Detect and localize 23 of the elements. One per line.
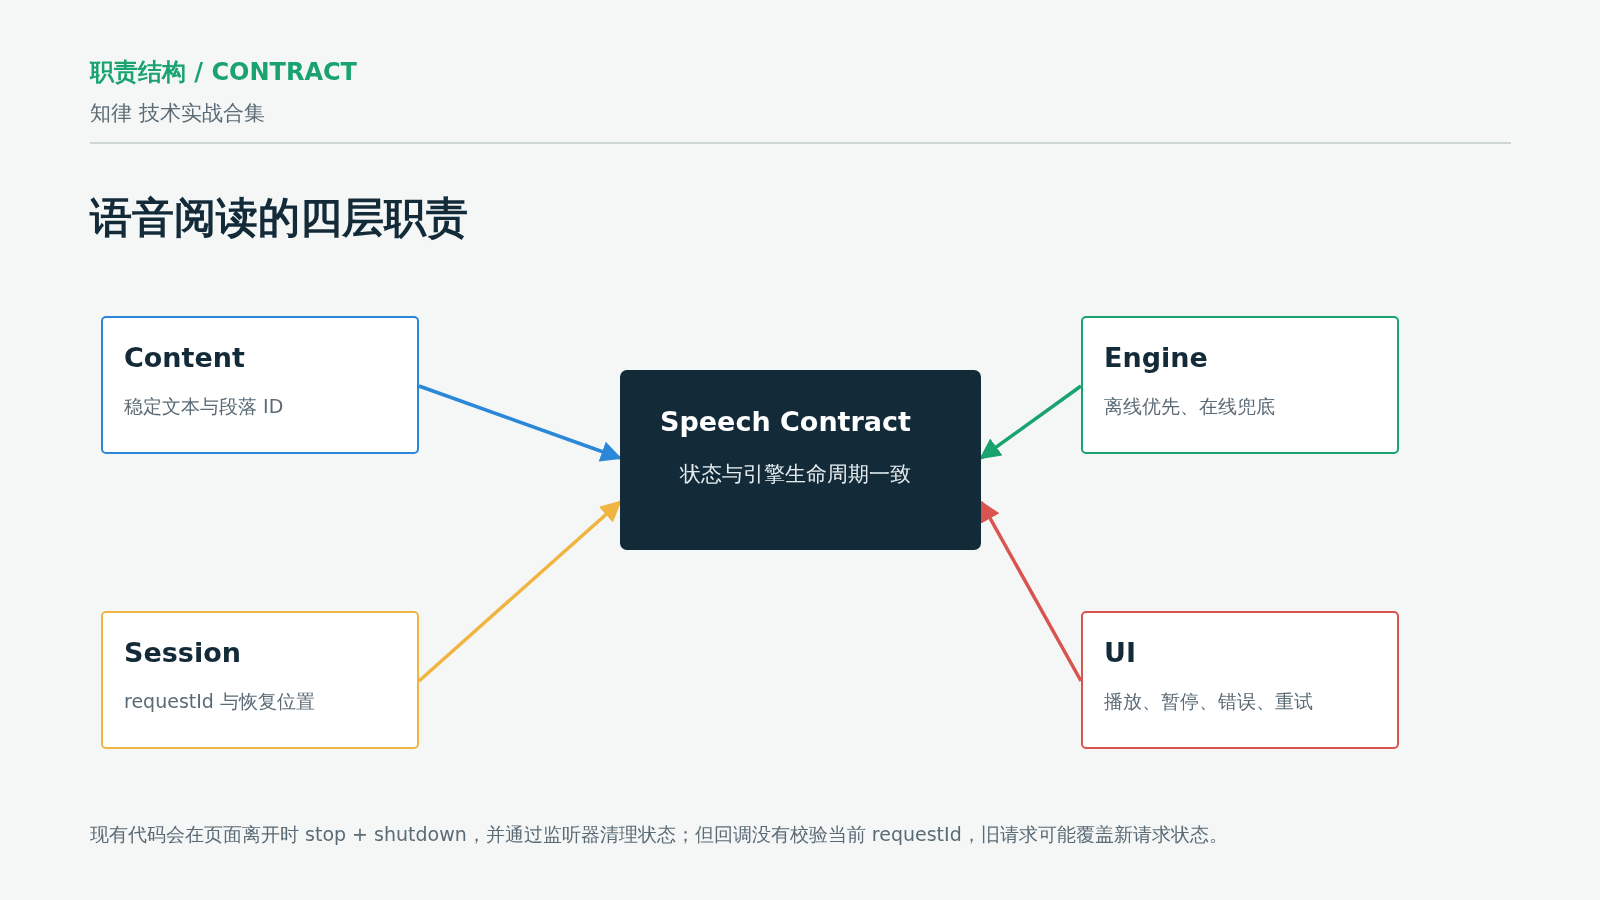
box-description: 稳定文本与段落 ID — [124, 394, 284, 419]
box-heading: Content — [124, 342, 245, 373]
footnote: 现有代码会在页面离开时 stop + shutdown，并通过监听器清理状态；但回调没有校验当前 requestId，旧请求可能覆盖新请求状态。 — [90, 822, 1228, 847]
role-box — [1081, 316, 1399, 454]
box-description: 播放、暂停、错误、重试 — [1104, 689, 1313, 714]
box-description: 离线优先、在线兜底 — [1104, 394, 1275, 419]
arrow — [979, 384, 1083, 460]
box-description: 状态与引擎生命周期一致 — [680, 461, 911, 488]
box-heading: Engine — [1104, 342, 1208, 373]
section-kicker: 职责结构 / CONTRACT — [90, 57, 357, 88]
arrow — [417, 500, 622, 683]
contract-box — [620, 370, 981, 550]
box-heading: UI — [1104, 637, 1136, 668]
role-box — [101, 611, 419, 749]
page-title: 语音阅读的四层职责 — [90, 192, 468, 244]
arrow — [418, 384, 622, 462]
box-heading: Speech Contract — [660, 406, 911, 437]
role-box — [101, 316, 419, 454]
role-box — [1081, 611, 1399, 749]
box-description: requestId 与恢复位置 — [124, 689, 315, 714]
arrow — [979, 500, 1083, 682]
subtitle: 知律 技术实战合集 — [90, 100, 265, 127]
box-heading: Session — [124, 637, 241, 668]
